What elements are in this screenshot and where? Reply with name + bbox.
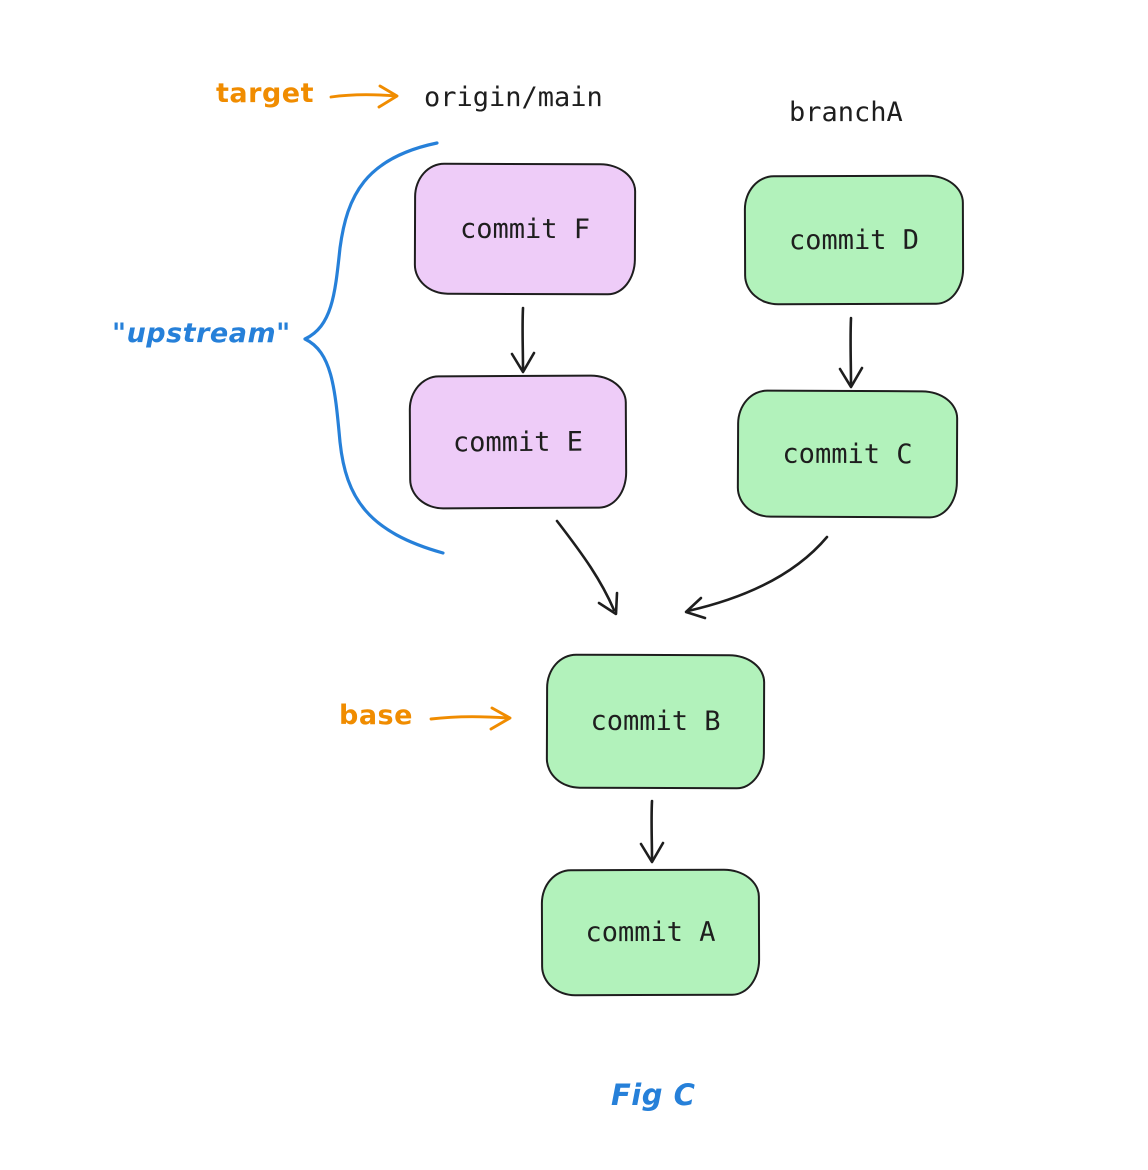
node-commit-b: commit B (545, 653, 766, 790)
edge-e-to-b (555, 519, 619, 616)
target-arrow (329, 84, 399, 109)
node-label: commit A (585, 916, 716, 949)
label-target: target (216, 78, 314, 109)
node-commit-c: commit C (736, 389, 959, 519)
node-commit-a: commit A (540, 868, 761, 997)
node-commit-f: commit F (413, 162, 637, 296)
edge-b-to-a (639, 799, 665, 864)
base-arrow (429, 706, 512, 731)
label-upstream: "upstream" (112, 318, 291, 349)
edge-f-to-e (510, 306, 536, 374)
edge-d-to-c (838, 316, 864, 389)
node-commit-d: commit D (743, 174, 965, 306)
node-commit-e: commit E (408, 374, 628, 510)
edge-c-to-b (684, 535, 829, 620)
node-label: commit F (459, 213, 591, 245)
node-label: commit D (788, 224, 920, 256)
label-origin-main: origin/main (424, 82, 603, 113)
node-label: commit C (782, 438, 913, 470)
node-label: commit B (590, 705, 721, 738)
figure-caption: Fig C (611, 1078, 696, 1112)
node-label: commit E (452, 426, 584, 458)
label-base: base (339, 700, 413, 731)
label-branch-a: branchA (789, 97, 903, 128)
